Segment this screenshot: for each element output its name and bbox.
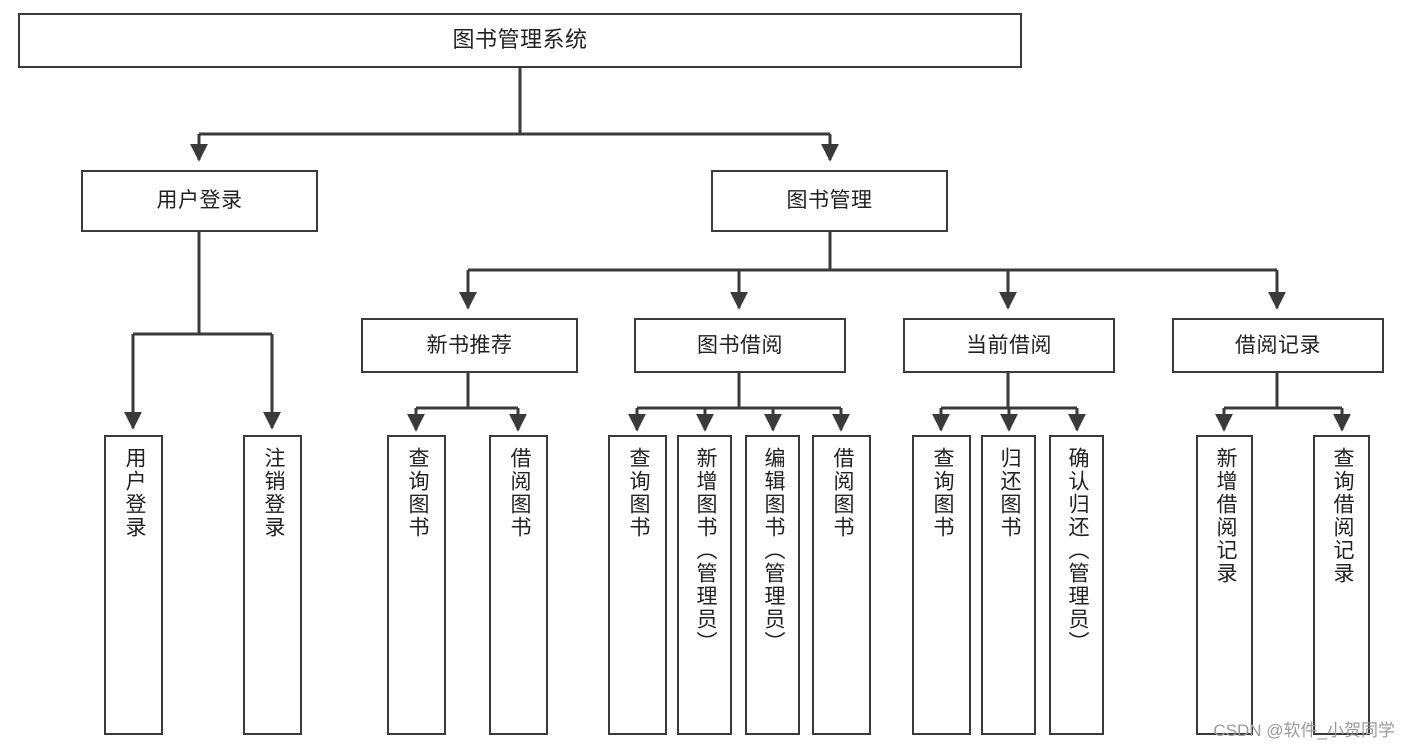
leaf-borrow-books-borrowing[interactable]: 借阅图书 (812, 435, 871, 735)
node-current-borrowing[interactable]: 当前借阅 (903, 318, 1115, 373)
node-borrowing-records[interactable]: 借阅记录 (1172, 318, 1384, 373)
node-root-book-management-system[interactable]: 图书管理系统 (18, 13, 1022, 68)
watermark-text: CSDN @软件_小贺同学 (1213, 721, 1395, 740)
node-label: 借阅记录 (1235, 333, 1321, 357)
node-label: 当前借阅 (966, 333, 1052, 357)
node-label: 注销登录 (261, 447, 285, 539)
node-user-login[interactable]: 用户登录 (81, 170, 318, 232)
node-new-book-recommendation[interactable]: 新书推荐 (361, 318, 578, 373)
leaf-borrow-books-recommend[interactable]: 借阅图书 (489, 435, 548, 735)
leaf-query-borrow-record[interactable]: 查询借阅记录 (1313, 435, 1370, 735)
leaf-user-login[interactable]: 用户登录 (104, 435, 163, 735)
node-label: 查询图书 (626, 447, 650, 539)
node-label: 借阅图书 (830, 447, 854, 539)
leaf-query-books-recommend[interactable]: 查询图书 (387, 435, 446, 735)
node-label: 图书借阅 (697, 333, 783, 357)
node-label: 确认归还（管理员） (1065, 447, 1089, 654)
node-label: 查询图书 (405, 447, 429, 539)
node-label: 编辑图书（管理员） (761, 447, 785, 654)
node-label: 用户登录 (122, 447, 146, 539)
leaf-add-book-admin[interactable]: 新增图书（管理员） (677, 435, 732, 735)
leaf-return-books[interactable]: 归还图书 (981, 435, 1036, 735)
node-label: 归还图书 (997, 447, 1021, 539)
node-label: 新增图书（管理员） (693, 447, 717, 654)
leaf-query-books-current[interactable]: 查询图书 (912, 435, 971, 735)
node-label: 图书管理系统 (452, 27, 588, 53)
leaf-edit-book-admin[interactable]: 编辑图书（管理员） (745, 435, 800, 735)
node-label: 借阅图书 (507, 447, 531, 539)
node-label: 图书管理 (786, 189, 873, 213)
node-label: 新增借阅记录 (1213, 447, 1237, 585)
node-label: 查询图书 (930, 447, 954, 539)
node-book-management[interactable]: 图书管理 (711, 170, 948, 232)
node-label: 新书推荐 (426, 333, 513, 357)
leaf-query-books-borrowing[interactable]: 查询图书 (608, 435, 667, 735)
node-label: 用户登录 (156, 189, 243, 213)
node-book-borrowing[interactable]: 图书借阅 (634, 318, 846, 373)
leaf-confirm-return-admin[interactable]: 确认归还（管理员） (1049, 435, 1104, 735)
node-label: 查询借阅记录 (1330, 447, 1354, 585)
leaf-logout[interactable]: 注销登录 (243, 435, 302, 735)
leaf-add-borrow-record[interactable]: 新增借阅记录 (1196, 435, 1253, 735)
